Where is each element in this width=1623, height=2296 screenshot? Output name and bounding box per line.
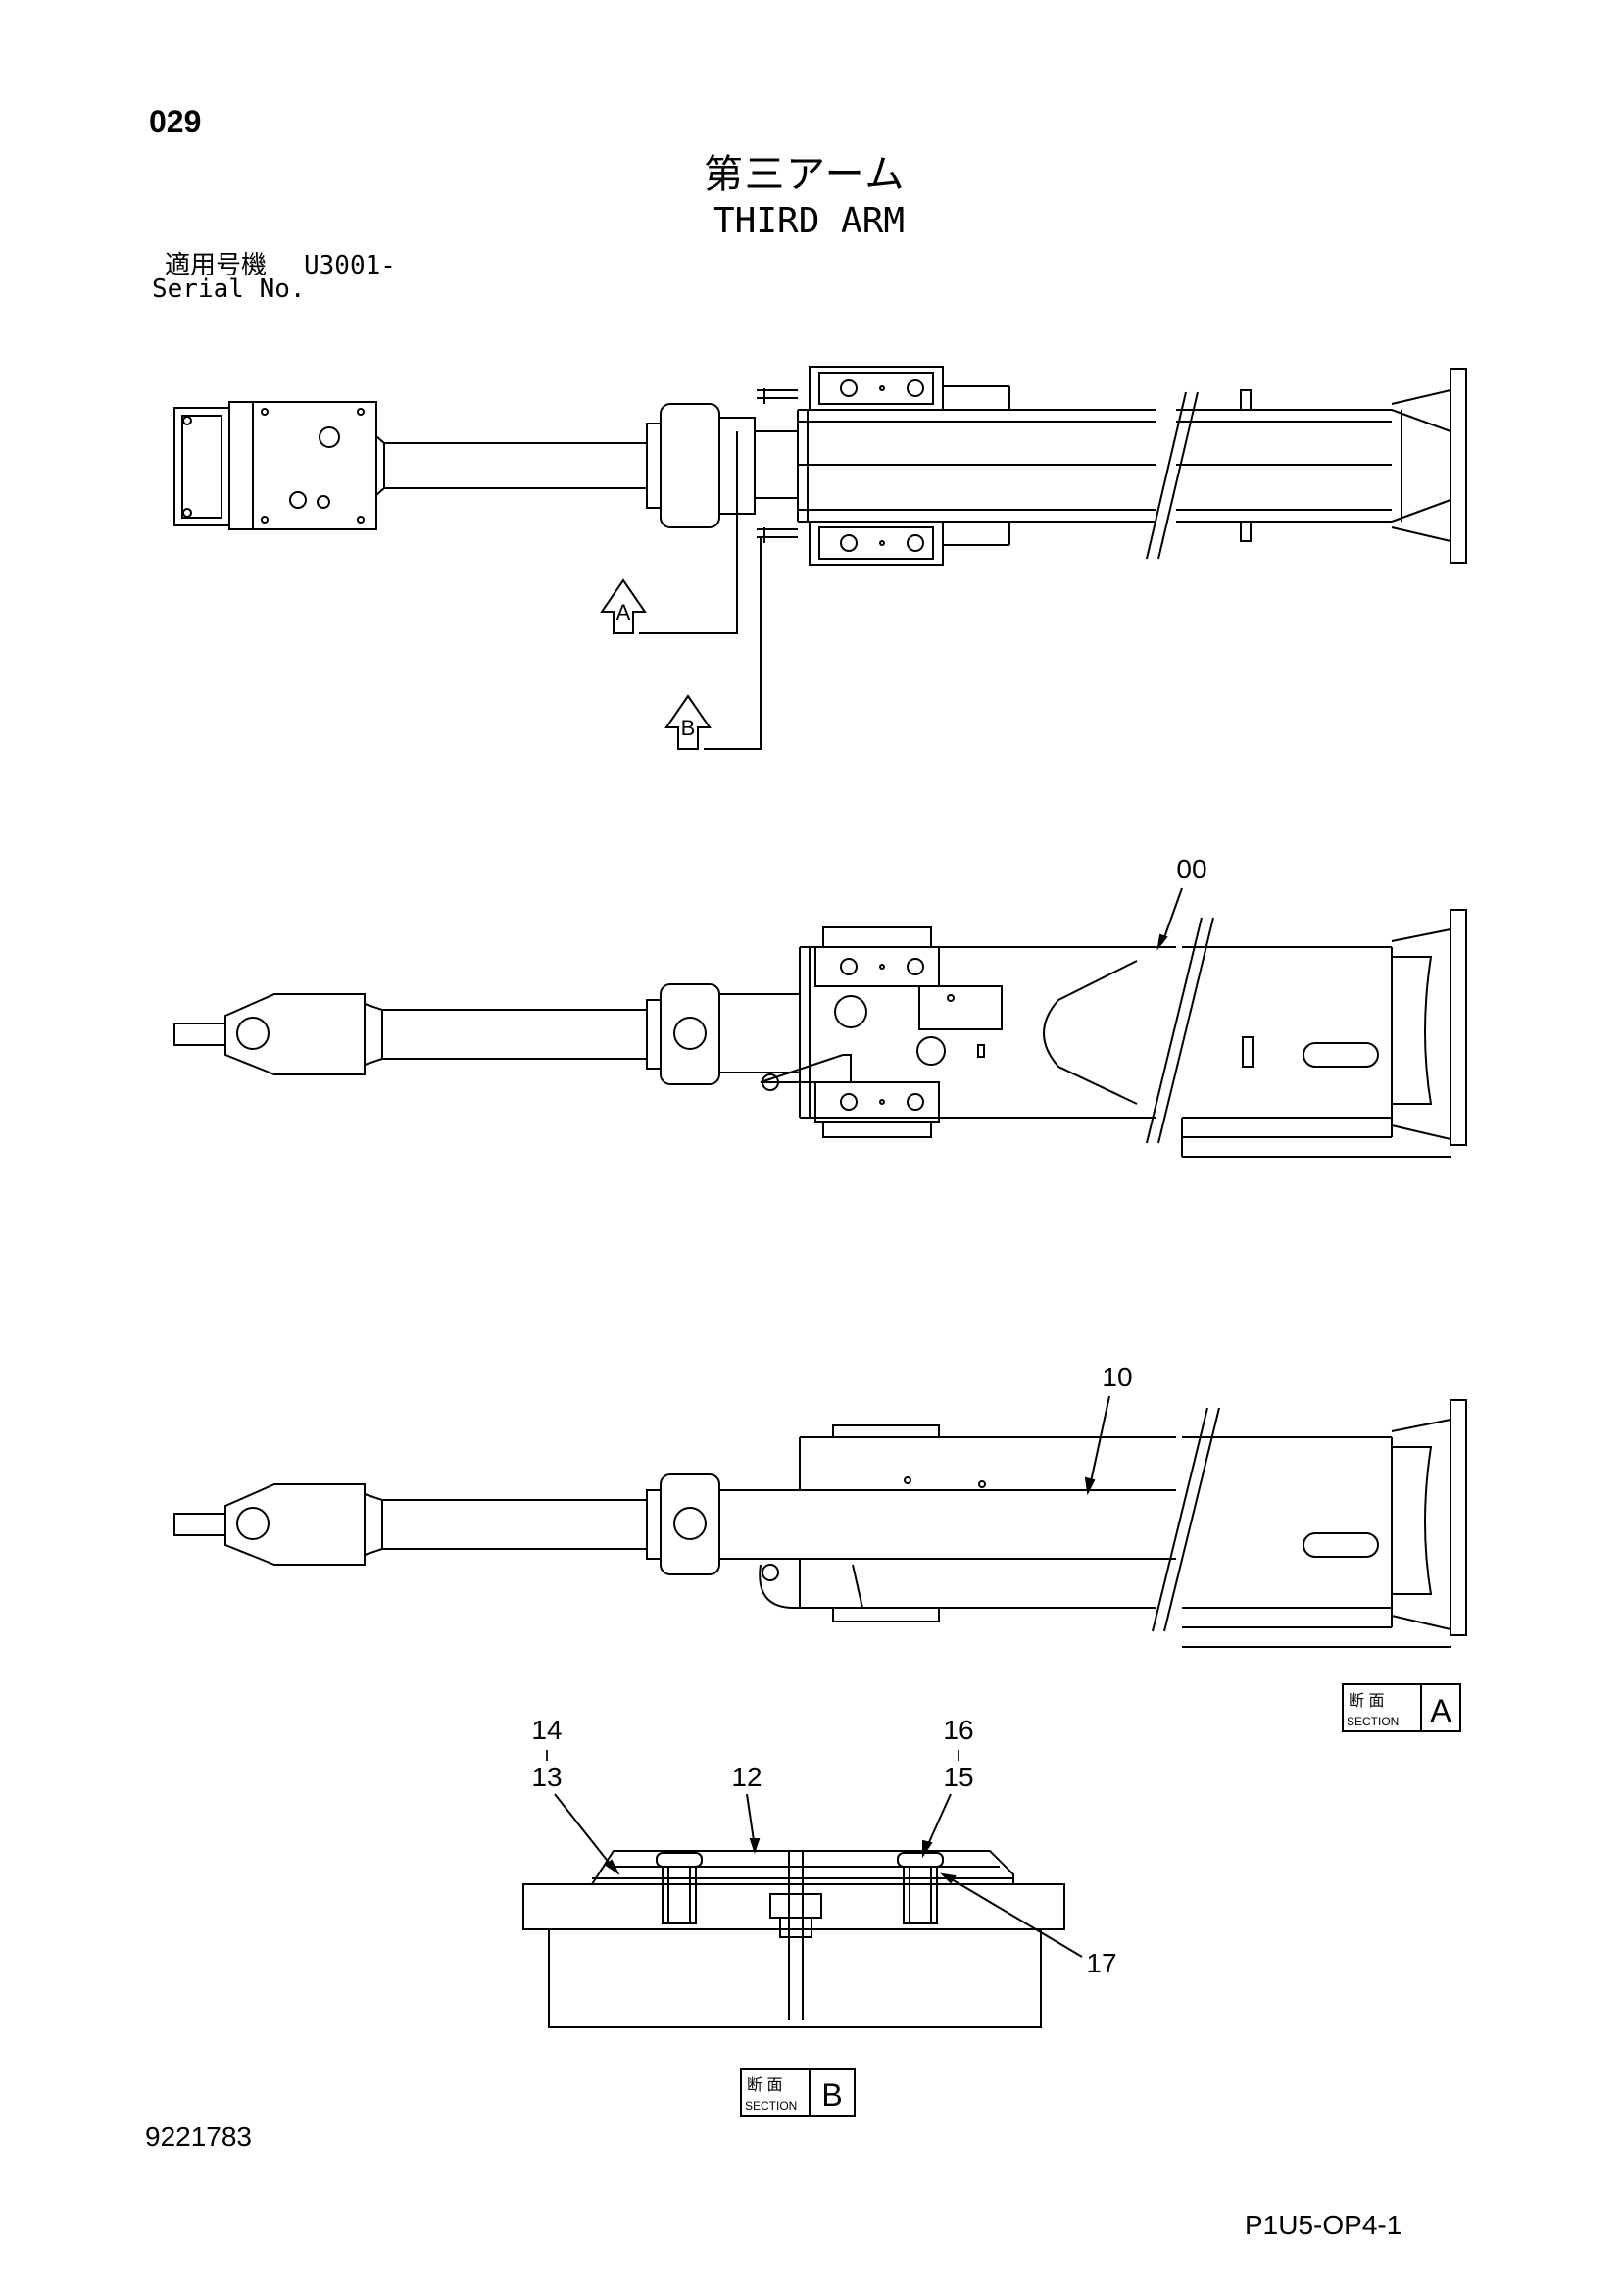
- section-b-letter: B: [821, 2077, 842, 2113]
- section-a-label-en: SECTION: [1347, 1715, 1399, 1728]
- callout-12: 12: [731, 1762, 762, 1855]
- callout-13-label: 13: [531, 1762, 562, 1792]
- callout-17-label: 17: [1086, 1948, 1116, 1978]
- serial-label-english: Serial No.: [152, 275, 306, 304]
- callout-15-label: 15: [943, 1762, 973, 1792]
- section-a-label-jp: 断 面: [1349, 1692, 1384, 1710]
- callout-16-label: 16: [943, 1715, 973, 1745]
- section-arrow-b-label: B: [681, 716, 696, 740]
- callout-00-label: 00: [1176, 854, 1206, 884]
- top-view: [173, 366, 1467, 750]
- callout-10-label: 10: [1102, 1362, 1132, 1392]
- callout-16-15-dash: ı: [956, 1744, 961, 1766]
- callout-12-label: 12: [731, 1762, 762, 1792]
- bottom-view: [173, 1399, 1467, 1648]
- page-title-english: THIRD ARM: [713, 201, 906, 241]
- callout-16-15: 16 ı 15: [922, 1715, 974, 1859]
- section-arrow-b: B: [664, 694, 712, 750]
- page-number: 029: [149, 104, 202, 139]
- callout-17: 17: [940, 1872, 1117, 1978]
- section-b-label-jp: 断 面: [747, 2076, 782, 2094]
- callout-14-13-dash: ı: [544, 1744, 550, 1766]
- callout-10: 10: [1084, 1362, 1133, 1496]
- serial-label-japanese: 適用号機: [165, 251, 268, 280]
- section-arrow-a: A: [600, 578, 647, 634]
- callout-00: 00: [1156, 854, 1207, 951]
- callout-14-13: 14 ı 13: [531, 1715, 620, 1875]
- section-a-letter: A: [1430, 1693, 1451, 1728]
- document-number: 9221783: [145, 2121, 253, 2152]
- section-a-label-box: 断 面 SECTION A: [1342, 1683, 1461, 1732]
- section-arrow-a-label: A: [616, 600, 631, 624]
- section-b-detail: [522, 1850, 1065, 2028]
- side-view: [173, 909, 1467, 1158]
- section-b-label-en: SECTION: [745, 2099, 797, 2113]
- serial-value: U3001-: [304, 251, 396, 280]
- callout-14-label: 14: [531, 1715, 562, 1745]
- section-b-label-box: 断 面 SECTION B: [740, 2068, 856, 2117]
- page-code: P1U5-OP4-1: [1245, 2210, 1402, 2240]
- page-title-japanese: 第三アーム: [704, 152, 907, 197]
